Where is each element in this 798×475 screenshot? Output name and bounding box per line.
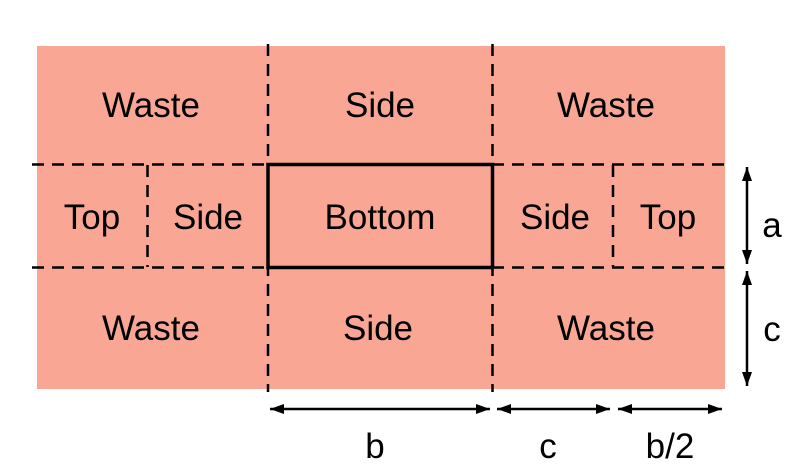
- region-label-side-top: Side: [345, 86, 415, 125]
- region-label-top-far-right: Top: [640, 198, 696, 237]
- dimension-label-b-half: b/2: [646, 427, 695, 466]
- region-label-side-middle-right: Side: [520, 198, 590, 237]
- region-label-side-bottom: Side: [343, 309, 413, 348]
- region-label-waste-top-left: Waste: [102, 86, 200, 125]
- region-label-bottom-panel: Bottom: [325, 198, 436, 237]
- region-label-waste-bottom-right: Waste: [557, 309, 655, 348]
- region-label-side-middle-left: Side: [173, 198, 243, 237]
- dimension-label-c-vertical: c: [763, 310, 781, 349]
- region-label-waste-bottom-left: Waste: [102, 309, 200, 348]
- region-label-top-far-left: Top: [64, 198, 120, 237]
- dimension-label-a: a: [762, 206, 782, 245]
- region-label-waste-top-right: Waste: [557, 86, 655, 125]
- dimension-label-c-horizontal: c: [539, 427, 557, 466]
- bottom-panel-outline: [266, 162, 495, 270]
- dimension-label-b: b: [365, 427, 384, 466]
- material-sheet: [37, 46, 725, 389]
